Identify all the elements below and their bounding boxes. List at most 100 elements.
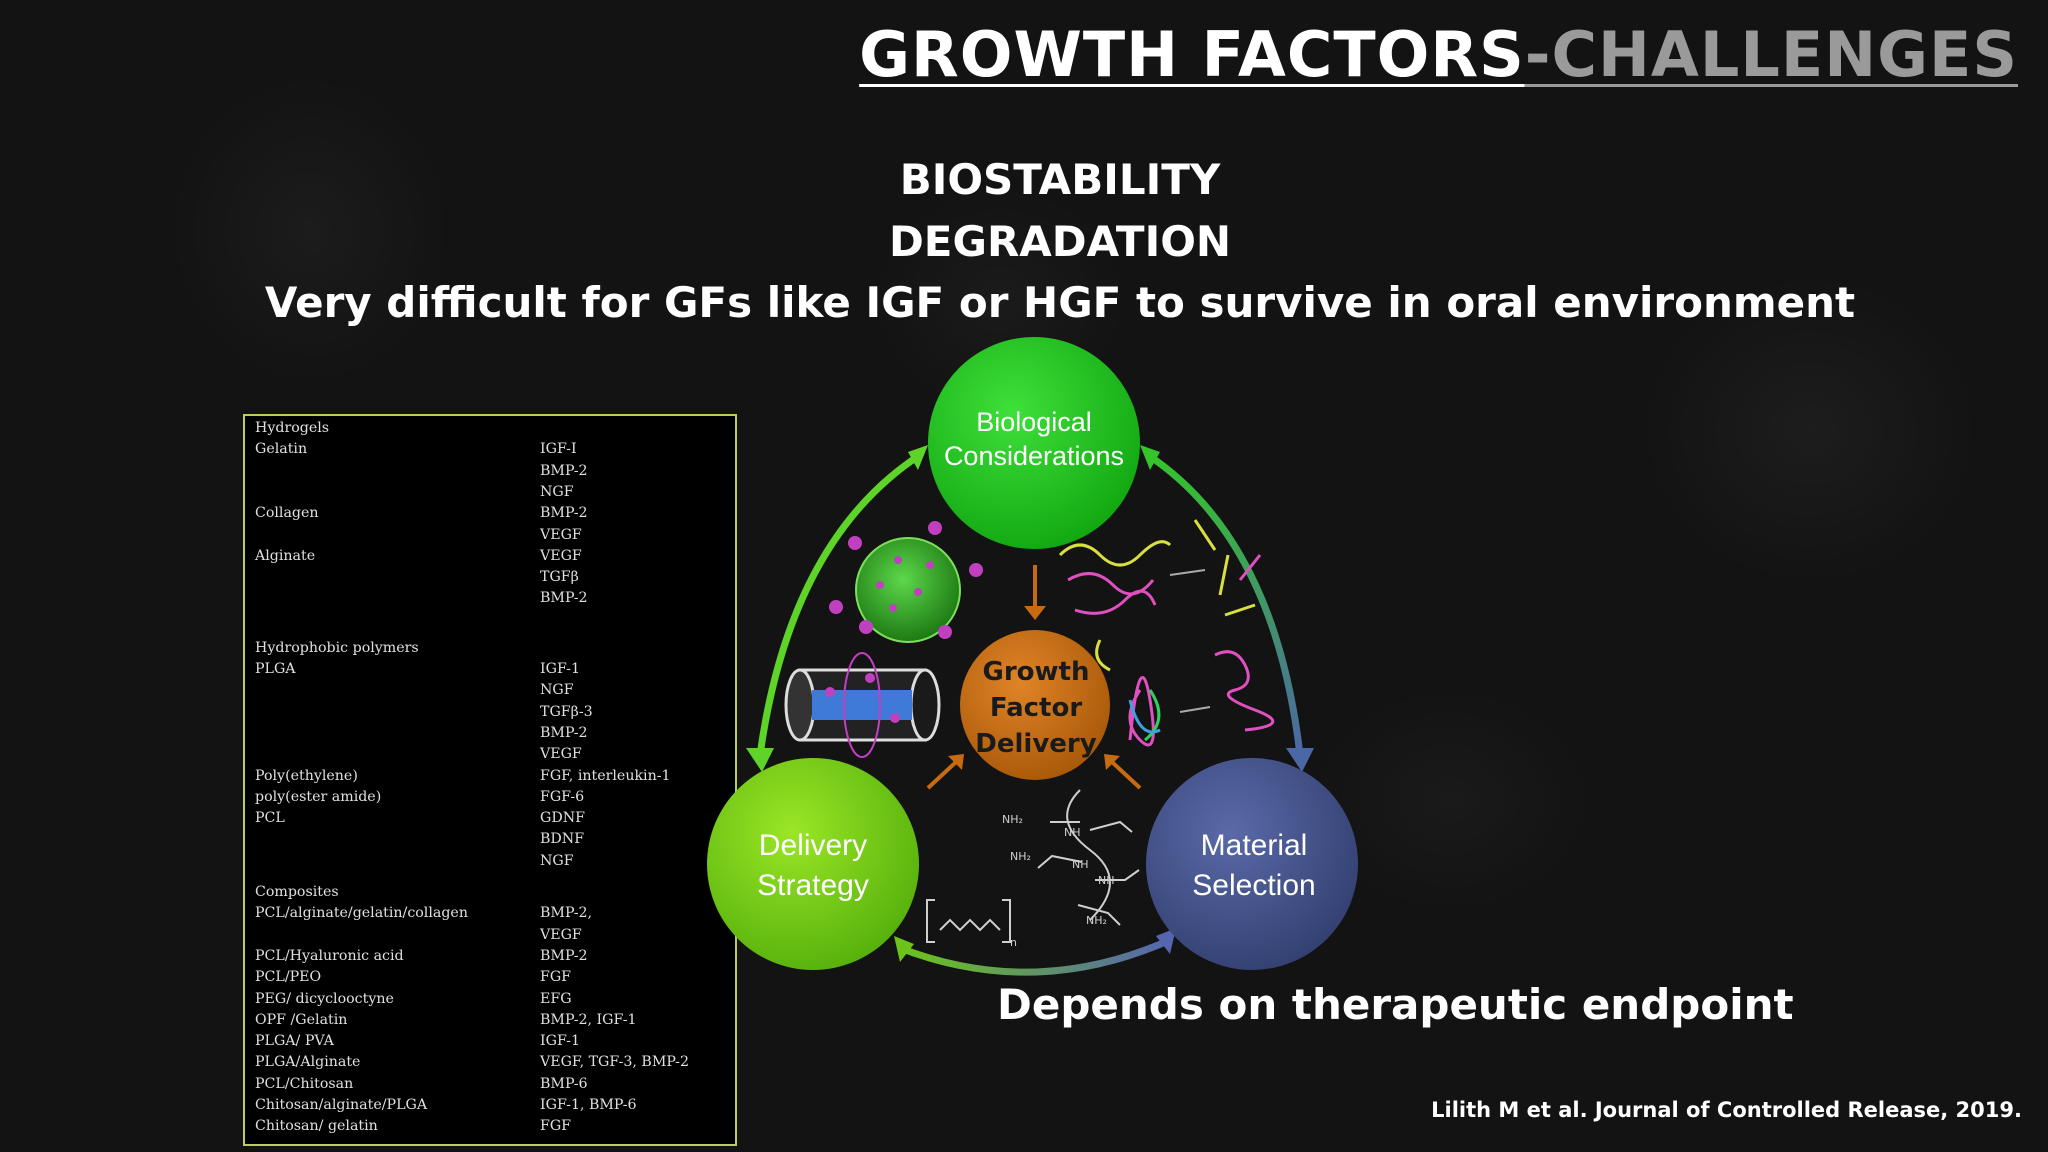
table-cell-material: poly(ester amide) — [255, 788, 382, 805]
arrowhead-bottom-left — [894, 936, 914, 962]
table-cell-growth-factor: FGF, interleukin-1 — [540, 767, 671, 784]
heading-biostability: BIOSTABILITY — [899, 155, 1221, 204]
table-cell-growth-factor: BMP-2 — [540, 724, 588, 741]
arrow-right-head — [1104, 754, 1120, 770]
arrow-down-head — [1024, 606, 1046, 620]
arrowhead-right-bottom — [1286, 748, 1314, 772]
arrow-left-head — [948, 754, 964, 770]
heading-degradation: DEGRADATION — [888, 217, 1232, 266]
arrowhead-left-bottom — [746, 748, 774, 772]
arrowhead-right-top — [1140, 445, 1160, 470]
biological-considerations-circle — [928, 337, 1140, 549]
table-cell-material: Hydrogels — [255, 420, 330, 436]
chem-label-nh-b: NH — [1072, 858, 1089, 871]
table-cell-growth-factor: VEGF, TGF-3, BMP-2 — [540, 1054, 689, 1071]
table-row: Composites — [245, 884, 735, 904]
table-row: OPF /Gelatin BMP-2, IGF-1 — [245, 1012, 735, 1032]
table-cell-material: Hydrophobic polymers — [255, 639, 419, 656]
protein-strands-icon — [1058, 519, 1275, 747]
table-cell-growth-factor: BDNF — [540, 831, 585, 848]
material-selection-circle — [1146, 758, 1358, 970]
table-row: BMP-2 — [245, 590, 735, 610]
table-cell-growth-factor: TGFβ-3 — [540, 703, 593, 720]
table-cell-material: PLGA — [255, 661, 296, 677]
table-row: PCL/PEO FGF — [245, 969, 735, 989]
table-row: VEGF — [245, 927, 735, 947]
table-row: TGFβ-3 — [245, 704, 735, 724]
title-part-1: GROWTH FACTORS — [859, 18, 1525, 91]
table-row: PEG/ dicyclooctyne EFG — [245, 991, 735, 1011]
delivery-tube-icon — [784, 652, 941, 758]
table-cell-material: Collagen — [255, 505, 319, 522]
table-cell-material: Poly(ethylene) — [255, 767, 358, 784]
table-cell-growth-factor: FGF-6 — [540, 788, 585, 805]
label-growth: Growth — [983, 657, 1090, 687]
label-delivery: Delivery — [759, 829, 867, 862]
table-cell-material: Composites — [255, 884, 339, 900]
chem-label-n: n — [1010, 936, 1017, 949]
table-cell-growth-factor: FGF — [540, 969, 572, 986]
table-cell-material: PEG/ dicyclooctyne — [255, 990, 394, 1007]
table-cell-growth-factor: FGF — [540, 1118, 572, 1135]
table-row: Hydrogels — [245, 420, 735, 440]
citation: Lilith M et al. Journal of Controlled Re… — [1431, 1098, 2022, 1122]
table-cell-material: PCL/Chitosan — [255, 1075, 354, 1092]
nanoparticle-dots — [829, 521, 983, 639]
table-cell-growth-factor: VEGF — [540, 547, 582, 564]
table-row: NGF — [245, 682, 735, 702]
table-row: VEGF — [245, 746, 735, 766]
chem-label-nh-a: NH — [1064, 826, 1081, 839]
chem-label-nh2-b: NH₂ — [1010, 850, 1031, 863]
slide-title: GROWTH FACTORS-CHALLENGES — [859, 18, 2018, 91]
table-row: Hydrophobic polymers — [245, 640, 735, 660]
table-cell-growth-factor: BMP-2 — [540, 947, 588, 964]
arrowhead-left-top — [908, 445, 928, 470]
arrowhead-bottom-right — [1156, 928, 1176, 954]
nanoparticle-icon — [855, 537, 961, 643]
table-cell-growth-factor: IGF-1, BMP-6 — [540, 1097, 637, 1113]
table-cell-material: PLGA/Alginate — [255, 1054, 361, 1071]
table-cell-growth-factor: NGF — [540, 483, 574, 500]
table-cell-material: PCL/PEO — [255, 969, 322, 986]
table-cell-material: PCL/Hyaluronic acid — [255, 947, 404, 964]
cycle-arc-left — [756, 452, 922, 756]
table-cell-growth-factor: BMP-2, IGF-1 — [540, 1011, 637, 1028]
table-cell-growth-factor: IGF-I — [540, 441, 577, 458]
heading-oral-environment: Very difficult for GFs like IGF or HGF t… — [264, 278, 1856, 327]
table-cell-growth-factor: IGF-1 — [540, 661, 580, 677]
therapeutic-endpoint-text: Depends on therapeutic endpoint — [997, 980, 1794, 1029]
table-row: BDNF — [245, 831, 735, 851]
table-row: BMP-2 — [245, 725, 735, 745]
table-cell-material: PCL — [255, 810, 285, 827]
table-row: Poly(ethylene) FGF, interleukin-1 — [245, 768, 735, 788]
chem-label-nh-c: NH — [1098, 874, 1115, 887]
label-delivery-center: Delivery — [975, 729, 1096, 759]
table-row: VEGF — [245, 527, 735, 547]
cycle-arc-bottom — [898, 936, 1172, 976]
table-cell-material: Chitosan/ gelatin — [255, 1118, 378, 1135]
label-considerations: Considerations — [944, 441, 1124, 471]
table-row: NGF — [245, 853, 735, 873]
table-cell-growth-factor: NGF — [540, 852, 574, 869]
label-selection: Selection — [1192, 869, 1315, 902]
table-cell-growth-factor: EFG — [540, 990, 572, 1007]
table-cell-material: OPF /Gelatin — [255, 1011, 348, 1028]
table-cell-growth-factor: BMP-6 — [540, 1075, 588, 1092]
table-cell-growth-factor: GDNF — [540, 810, 585, 827]
table-row: TGFβ — [245, 569, 735, 589]
table-cell-growth-factor: BMP-2, — [540, 905, 593, 922]
chem-label-nh2-c: NH₂ — [1086, 914, 1107, 927]
label-biological: Biological — [976, 407, 1092, 437]
table-row: PCL GDNF — [245, 810, 735, 830]
table-row: PCL/Hyaluronic acid BMP-2 — [245, 948, 735, 968]
table-row: PLGA/Alginate VEGF, TGF-3, BMP-2 — [245, 1054, 735, 1074]
table-cell-growth-factor: TGFβ — [540, 569, 579, 586]
table-row: PCL/Chitosan BMP-6 — [245, 1076, 735, 1096]
table-row: BMP-2 — [245, 463, 735, 483]
